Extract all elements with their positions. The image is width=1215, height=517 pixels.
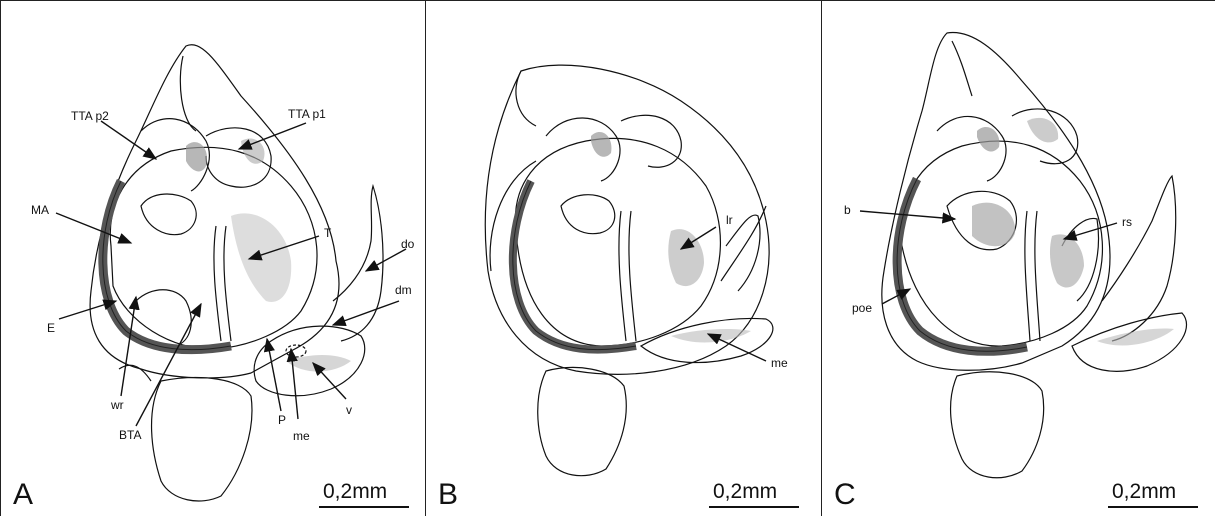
label-b: b [844,203,851,217]
scale-label: 0,2mm [713,480,777,504]
label-lr: lr [726,213,733,227]
panel-letter: C [834,478,856,512]
palp-drawing-b [426,1,822,517]
label-bta: BTA [119,428,141,442]
panel-c: b rs poe C 0,2mm [822,0,1215,516]
label-poe: poe [852,301,872,315]
palp-drawing-c [822,1,1215,517]
scale-label: 0,2mm [323,480,387,504]
scale-bar [1108,506,1198,508]
label-p: P [278,413,286,427]
panel-letter: B [438,478,458,512]
scale-bar [319,506,409,508]
label-v: v [346,403,352,417]
label-me: me [293,429,310,443]
palp-drawing-a [1,1,427,517]
label-tta-p1: TTA p1 [288,107,326,121]
label-wr: wr [111,398,124,412]
panel-b: lr me B 0,2mm [426,0,822,516]
label-dm: dm [395,283,412,297]
scale-bar [709,506,799,508]
scale-label: 0,2mm [1112,480,1176,504]
label-rs: rs [1122,215,1132,229]
label-do: do [401,237,414,251]
label-t: T [324,226,331,240]
label-ma: MA [31,203,49,217]
label-tta-p2: TTA p2 [71,109,109,123]
panel-letter: A [13,478,33,512]
label-me: me [771,356,788,370]
label-e: E [47,321,55,335]
panel-a: TTA p2 TTA p1 MA T do dm E wr BTA P me v… [0,0,426,516]
